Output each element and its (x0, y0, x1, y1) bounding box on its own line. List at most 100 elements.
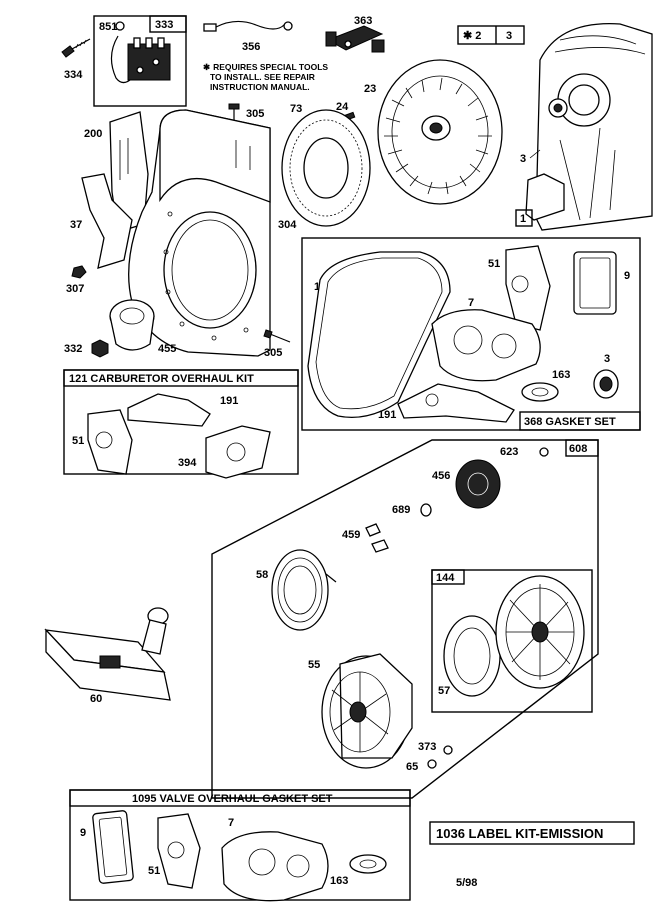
label-emission-kit: 1036 LABEL KIT-EMISSION (436, 826, 603, 841)
callout-689: 689 (392, 504, 410, 516)
armature-icon (326, 25, 384, 51)
callout-51-valve: 51 (148, 865, 160, 877)
crankcase-icon (535, 22, 653, 231)
callout-191-carb: 191 (220, 395, 238, 407)
callout-7-gasket: 7 (468, 297, 474, 309)
part-334-screw: 334 (61, 38, 91, 81)
part-73-screen: 73 (281, 103, 371, 227)
part-23-flywheel: 23 (364, 59, 503, 205)
kit-1095-valve-gasket: 1095 VALVE OVERHAUL GASKET SET 9 51 7 16… (69, 789, 411, 902)
box-144-frame (431, 569, 593, 713)
box-333 (93, 15, 187, 107)
callout-851: 851 (99, 21, 117, 33)
box-2-3 (457, 25, 525, 45)
callout-9-valve: 9 (80, 827, 86, 839)
part-group-333: 333 851 (93, 15, 187, 107)
note-line-3: INSTRUCTION MANUAL. (210, 82, 310, 92)
part-304-blower-housing: 304 (128, 109, 297, 357)
special-tools-note: ✱REQUIRES SPECIAL TOOLS TO INSTALL. SEE … (203, 62, 328, 92)
label-carburetor-kit: 121 CARBURETOR OVERHAUL KIT (69, 373, 254, 385)
callout-3-gasket: 3 (604, 353, 610, 365)
callout-307: 307 (66, 283, 84, 295)
screw-373-icon (443, 745, 453, 755)
intake-gasket-icon (397, 383, 515, 423)
carb-insulator-icon (87, 409, 133, 475)
callout-623: 623 (500, 446, 518, 458)
part-group-608-starter: 608 623 456 689 459 58 144 57 55 373 (211, 439, 599, 799)
hex-nut-icon (91, 339, 109, 358)
callout-191-gasket: 191 (378, 409, 396, 421)
part-60-handle: 60 (44, 607, 171, 705)
baffle-icon (81, 173, 133, 269)
part-307-nut: 307 (66, 265, 87, 295)
callout-73: 73 (290, 103, 302, 115)
screw-head-icon (61, 45, 75, 58)
callout-200: 200 (84, 128, 102, 140)
callout-65: 65 (406, 761, 418, 773)
connector-icon (203, 23, 217, 32)
callout-305-bottom: 305 (264, 347, 282, 359)
valve-exhaust-gasket-icon (349, 854, 387, 874)
svg-text:✱2: ✱2 (463, 30, 481, 42)
callout-394: 394 (178, 457, 197, 469)
callout-163-gasket: 163 (552, 369, 570, 381)
callout-51-gasket: 51 (488, 258, 500, 270)
callout-163-valve: 163 (330, 875, 348, 887)
note-line-1: REQUIRES SPECIAL TOOLS (213, 62, 328, 72)
callout-37: 37 (70, 219, 82, 231)
callout-356: 356 (242, 41, 260, 53)
callout-304: 304 (278, 219, 297, 231)
label-box-144: 144 (436, 572, 455, 584)
carb-intake-gasket-icon (127, 393, 211, 427)
callout-60: 60 (90, 693, 102, 705)
spring-icon (271, 549, 329, 631)
kit-121-carburetor: 121 CARBURETOR OVERHAUL KIT 51 191 394 (63, 369, 299, 479)
ground-clip-icon (115, 21, 125, 31)
exhaust-gasket-icon (521, 382, 559, 402)
kit-368-gasket-set: 368 GASKET SET 12 51 9 7 3 163 191 (301, 237, 641, 431)
label-box-3: 3 (506, 30, 512, 42)
label-valve-kit: 1095 VALVE OVERHAUL GASKET SET (132, 793, 333, 805)
kit-1036-label: 1036 LABEL KIT-EMISSION (429, 821, 635, 845)
crankcase-assembly: ✱2 3 3 1 (457, 22, 653, 231)
box-333-tag (149, 15, 187, 33)
part-356-wire: 356 (203, 20, 293, 53)
callout-58: 58 (256, 569, 268, 581)
valve-cover-gasket-icon (92, 810, 134, 884)
box-1 (515, 209, 533, 227)
label-box-2: 2 (475, 30, 481, 42)
callout-3-crankcase: 3 (520, 153, 526, 165)
label-kit-frame (429, 821, 635, 845)
note-asterisk: ✱ (203, 62, 211, 72)
screw-623-icon (539, 447, 549, 457)
callout-332: 332 (64, 343, 82, 355)
label-box-608: 608 (569, 443, 587, 455)
callout-363: 363 (354, 15, 372, 27)
label-gasket-set: 368 GASKET SET (524, 416, 616, 428)
part-305-screw-bottom: 305 (263, 329, 291, 359)
callout-455: 455 (158, 343, 176, 355)
callout-305-top: 305 (246, 108, 264, 120)
rocker-gasket-icon (573, 251, 617, 315)
callout-456: 456 (432, 470, 450, 482)
box-asterisk: ✱ (463, 30, 472, 42)
carb-gasket-icon (205, 425, 271, 479)
note-line-2: TO INSTALL. SEE REPAIR (210, 72, 315, 82)
svg-text:✱REQUIRES SPECIAL TOOLS: ✱REQUIRES SPECIAL TOOLS (203, 62, 328, 72)
insulator-gasket-icon (505, 245, 551, 331)
part-455-cup: 455 (109, 299, 176, 355)
callout-7-valve: 7 (228, 817, 234, 829)
ratchet-icon (455, 459, 501, 509)
callout-51-carb: 51 (72, 435, 84, 447)
callout-55: 55 (308, 659, 320, 671)
part-37-baffle: 37 (70, 173, 133, 269)
callout-23: 23 (364, 83, 376, 95)
callout-24: 24 (336, 101, 349, 113)
callout-459: 459 (342, 529, 360, 541)
callout-334: 334 (64, 69, 83, 81)
valve-insulator-icon (157, 813, 201, 889)
washer-icon (420, 503, 432, 517)
nut-icon (71, 265, 87, 279)
pawl-icon (365, 523, 381, 537)
